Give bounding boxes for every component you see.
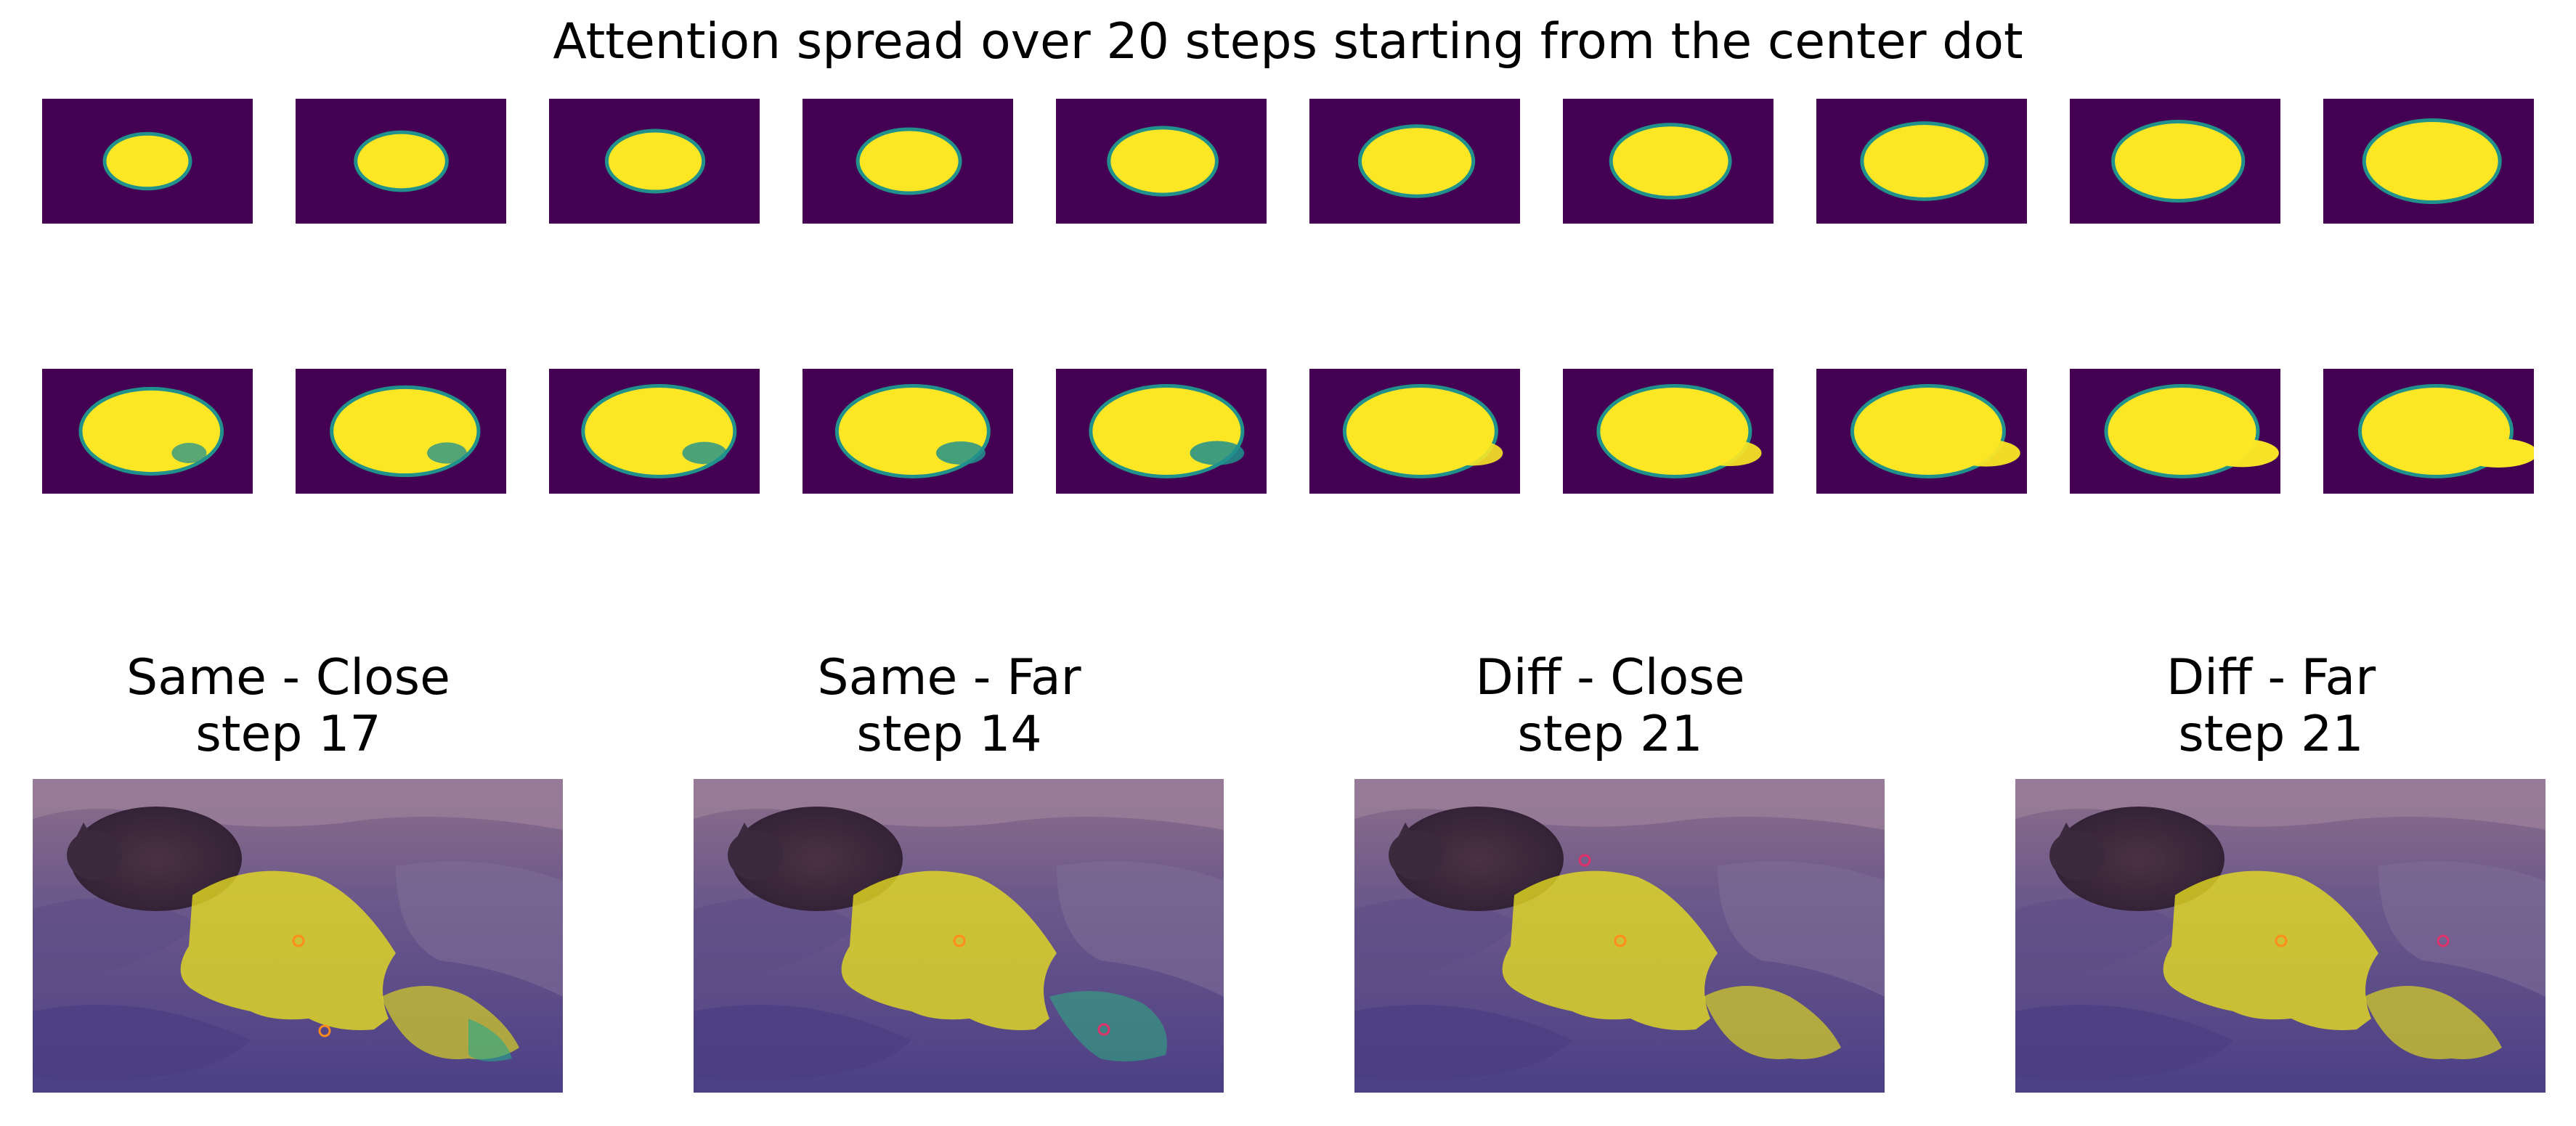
attention-step-map: [296, 369, 506, 494]
start-dot-marker: [2275, 934, 2288, 947]
target-dot-marker: [1097, 1023, 1110, 1036]
overlay-panel-same-close: [33, 779, 563, 1093]
target-dot-marker: [1578, 854, 1591, 867]
figure-title: Attention spread over 20 steps starting …: [553, 13, 2023, 70]
attention-mask: [2163, 870, 2378, 1030]
attention-step-map: [1816, 99, 2027, 224]
start-dot-marker: [292, 934, 305, 947]
attention-step-map: [2070, 99, 2280, 224]
attention-step-map: [1563, 369, 1773, 494]
attention-step-map: [1056, 369, 1267, 494]
attention-step-map: [42, 99, 253, 224]
attention-step-map: [1309, 99, 1520, 224]
attention-step-map: [803, 99, 1013, 224]
attention-step-map: [549, 99, 760, 224]
start-dot-marker: [1614, 934, 1627, 947]
target-dot-marker: [2437, 934, 2450, 947]
attention-step-map: [803, 369, 1013, 494]
attention-step-map: [2323, 99, 2534, 224]
start-dot-marker: [953, 934, 966, 947]
attention-step-map: [1056, 99, 1267, 224]
attention-mask: [1502, 870, 1718, 1030]
attention-step-map: [2070, 369, 2280, 494]
overlay-panel-same-far: [694, 779, 1224, 1093]
attention-step-map: [549, 369, 760, 494]
overlay-panel-diff-far: [2015, 779, 2545, 1093]
attention-step-map: [296, 99, 506, 224]
attention-step-map: [42, 369, 253, 494]
overlay-panel-diff-close: [1354, 779, 1885, 1093]
attention-step-map: [1309, 369, 1520, 494]
attention-mask: [841, 870, 1057, 1030]
attention-step-map: [1563, 99, 1773, 224]
target-dot-marker: [318, 1024, 331, 1037]
attention-mask: [180, 870, 397, 1030]
attention-step-map: [1816, 369, 2027, 494]
attention-step-map: [2323, 369, 2534, 494]
